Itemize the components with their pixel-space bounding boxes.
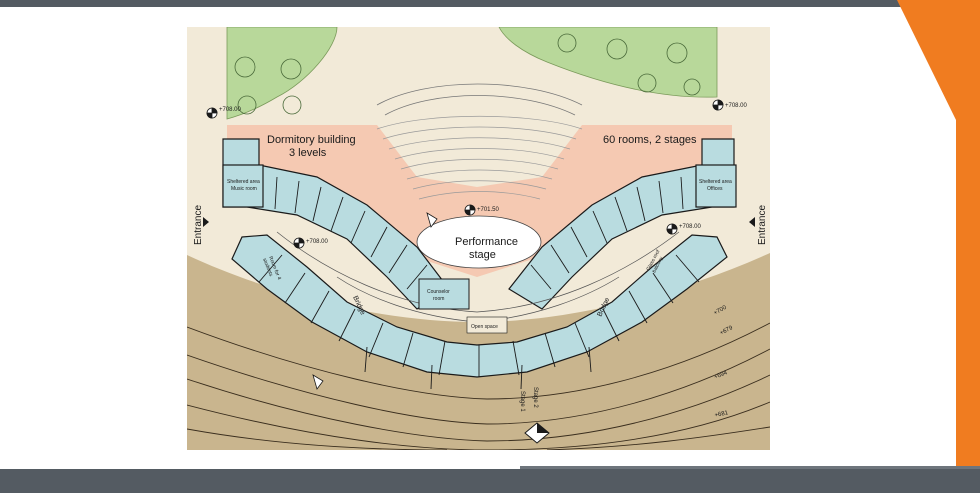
bottom-frame-accent bbox=[520, 466, 980, 469]
label-sheltered-right-1: Sheltered area bbox=[699, 179, 732, 185]
site-plan-drawing: Dormitory building 3 levels 60 rooms, 2 … bbox=[187, 27, 770, 450]
central-plaza bbox=[227, 125, 732, 277]
amphitheatre-seating bbox=[376, 115, 583, 200]
label-entrance-left: Entrance bbox=[193, 205, 204, 245]
elev-right-mid: +708.00 bbox=[679, 224, 702, 230]
label-stage1: Stage 1 bbox=[519, 391, 525, 412]
label-sheltered-right-2: Offices bbox=[707, 186, 723, 192]
label-dormitory-line1: Dormitory building bbox=[267, 134, 356, 146]
elev-top-right: +708.00 bbox=[725, 103, 748, 109]
label-rooms-stages: 60 rooms, 2 stages bbox=[603, 134, 697, 146]
site-plan: Dormitory building 3 levels 60 rooms, 2 … bbox=[187, 27, 770, 450]
entrance-right-arrow-icon bbox=[749, 217, 755, 227]
elev-center: +701.50 bbox=[477, 207, 500, 213]
elev-contour-679: +679 bbox=[719, 325, 734, 337]
label-entrance-right: Entrance bbox=[757, 205, 768, 245]
contour-lines bbox=[187, 322, 770, 450]
section-marker-b-icon bbox=[312, 374, 324, 390]
sheltered-area-left bbox=[222, 164, 264, 208]
open-space-area bbox=[466, 316, 508, 334]
label-counselor-2: room bbox=[433, 296, 444, 302]
elev-contour-694: +694 bbox=[714, 370, 729, 381]
elevation-markers bbox=[206, 99, 724, 249]
label-dormitory-line2: 3 levels bbox=[289, 147, 327, 159]
label-stage2: Stage 2 bbox=[532, 387, 538, 408]
label-counselor-1: Counselor bbox=[427, 289, 450, 295]
tree-symbols bbox=[234, 33, 701, 115]
elev-top-left: +708.00 bbox=[219, 107, 242, 113]
bottom-frame-bar bbox=[0, 469, 980, 493]
label-performance-line2: stage bbox=[469, 249, 496, 261]
elev-left-mid: +708.00 bbox=[306, 239, 329, 245]
elev-contour-681: +681 bbox=[714, 410, 729, 419]
label-sheltered-left-1: Sheltered area bbox=[227, 179, 260, 185]
room-partitions bbox=[258, 176, 700, 390]
compass-diamond-fill bbox=[537, 423, 549, 433]
counselor-room bbox=[418, 278, 470, 310]
performance-stage bbox=[416, 215, 542, 269]
label-open-space: Open space bbox=[471, 324, 498, 330]
entrance-left-arrow-icon bbox=[203, 217, 209, 227]
lawn-right bbox=[498, 27, 718, 98]
label-performance-line1: Performance bbox=[455, 236, 518, 248]
top-frame-bar bbox=[0, 0, 980, 7]
sheltered-area-right bbox=[695, 164, 737, 208]
section-marker-a-icon bbox=[426, 212, 438, 228]
upper-arc-railing bbox=[376, 83, 583, 116]
label-sheltered-left-2: Music room bbox=[231, 186, 257, 192]
